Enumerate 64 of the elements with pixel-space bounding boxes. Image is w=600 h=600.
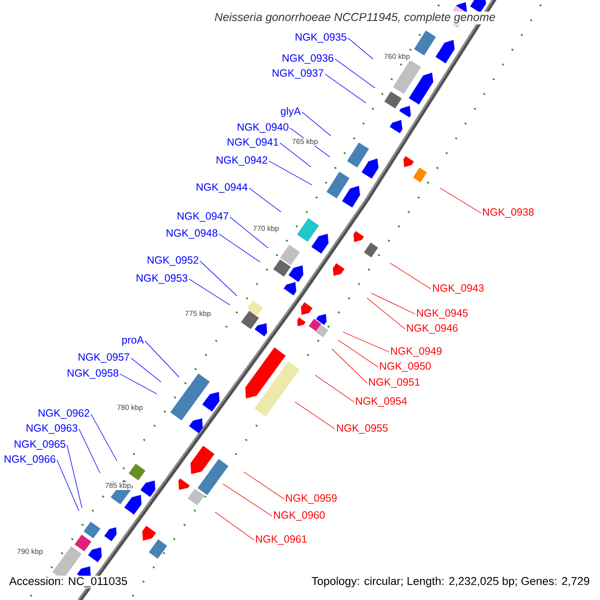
gene-label: NGK_0951 xyxy=(369,378,420,388)
gene-label: NGK_0942 xyxy=(216,156,268,166)
gene-label: NGK_0941 xyxy=(228,138,278,148)
gene-label: NGK_0953 xyxy=(136,274,188,284)
leader-line xyxy=(280,142,312,168)
gene-label: NGK_0950 xyxy=(380,362,431,372)
gene-label: NGK_0935 xyxy=(296,33,346,43)
leader-line xyxy=(56,460,80,512)
leader-line xyxy=(342,332,390,352)
gene-label: NGK_0937 xyxy=(272,69,324,79)
gene-label: NGK_0947 xyxy=(178,212,228,222)
gene-label: NGK_0938 xyxy=(483,208,534,218)
leader-line xyxy=(78,428,100,474)
leader-line xyxy=(440,188,482,214)
gene-label: NGK_0948 xyxy=(166,229,218,239)
leader-line xyxy=(302,112,332,136)
gene-label: NGK_0940 xyxy=(238,123,288,133)
leader-line xyxy=(324,74,366,104)
gene-label: NGK_0960 xyxy=(274,511,325,521)
gene-label: NGK_0957 xyxy=(78,353,130,363)
leader-line xyxy=(248,188,282,212)
gene-label: NGK_0961 xyxy=(256,535,307,545)
gene-label: NGK_0952 xyxy=(148,256,198,266)
leader-line xyxy=(338,340,378,368)
leader-line xyxy=(120,374,158,394)
leader-line xyxy=(390,262,432,290)
leader-line xyxy=(218,234,260,262)
leader-line xyxy=(332,348,368,384)
leader-line xyxy=(314,374,354,402)
footer-text: Accession: NC_011035 xyxy=(8,576,128,588)
gene-label: NGK_0962 xyxy=(38,409,90,419)
gene-label: NGK_0945 xyxy=(417,309,468,319)
leader-line xyxy=(230,216,268,248)
gene-label: proA xyxy=(122,336,144,346)
gene-label: NGK_0966 xyxy=(4,455,56,465)
gene-label: NGK_0943 xyxy=(433,284,484,294)
gene-label: NGK_0944 xyxy=(196,183,248,193)
gene-label: NGK_0963 xyxy=(26,424,78,434)
gene-label: NGK_0958 xyxy=(68,369,118,379)
leader-line xyxy=(222,484,272,516)
gene-label: NGK_0959 xyxy=(286,494,337,504)
leader-line xyxy=(144,340,180,378)
leader-line xyxy=(188,278,230,306)
title: Neisseria gonorrhoeae NCCP11945, complete genome xyxy=(213,12,497,24)
leader-line xyxy=(294,402,336,430)
leader-line xyxy=(200,260,238,296)
gene-label: NGK_0946 xyxy=(407,324,458,334)
leader-line xyxy=(214,512,254,540)
footer-text: Topology: circular; Length: 2,232,025 bp; Genes: 2,729 xyxy=(310,576,591,588)
leader-line xyxy=(244,472,284,500)
gene-label: NGK_0954 xyxy=(356,397,407,407)
gene-label: NGK_0936 xyxy=(282,54,334,64)
leader-line xyxy=(334,58,376,88)
gene-label: glyA xyxy=(280,107,301,117)
leader-line xyxy=(370,292,416,314)
gene-label: NGK_0949 xyxy=(391,347,442,357)
leader-line xyxy=(66,444,82,508)
leader-line xyxy=(348,38,374,60)
leader-line xyxy=(366,298,406,330)
gene-label: NGK_0955 xyxy=(337,424,388,434)
gene-label: NGK_0965 xyxy=(14,440,66,450)
leader-line xyxy=(90,414,118,462)
leader-line xyxy=(130,358,162,382)
leader-line xyxy=(268,160,312,186)
